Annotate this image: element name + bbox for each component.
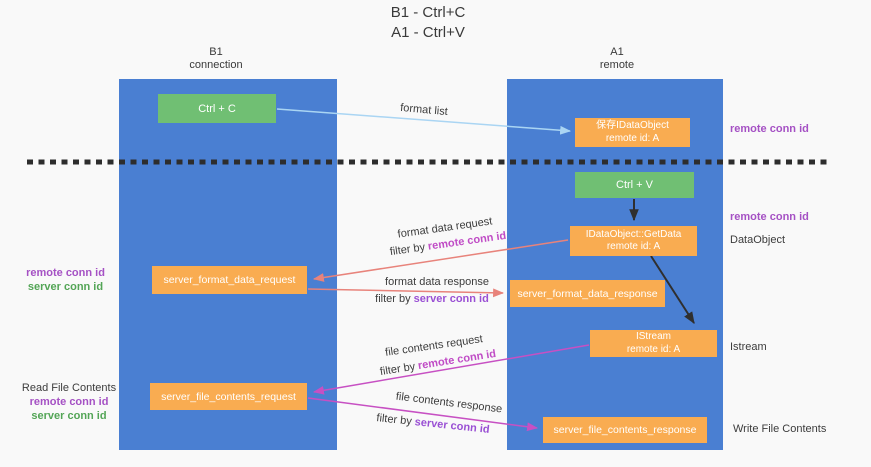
left-conn-id-group: remote conn id server conn id: [18, 266, 113, 294]
ctrl-v-box: Ctrl + V: [575, 172, 694, 198]
lifeline-header-a1: A1 remote: [600, 46, 634, 72]
dataobject-label: DataObject: [730, 234, 786, 246]
lifeline-a1-subtitle: remote: [599, 59, 635, 71]
server-conn-id-text: server conn id: [413, 293, 489, 305]
read-file-contents-group: Read File Contents remote conn id server…: [14, 381, 124, 423]
read-file-contents-label: Read File Contents: [21, 382, 117, 394]
diagram-title-line2: A1 - Ctrl+V: [391, 24, 465, 41]
server-format-data-response-label: server_format_data_response: [517, 287, 658, 300]
format-data-response-arrow: [307, 288, 505, 298]
format-list-arrow: [276, 108, 572, 135]
format-data-response-label: format data response: [385, 276, 489, 288]
left-server-conn-id: server conn id: [27, 281, 104, 293]
idataobject-getdata-box: IDataObject::GetData remote id: A: [570, 226, 697, 256]
getdata-to-istream-arrow: [650, 255, 695, 325]
server-format-data-response-box: server_format_data_response: [510, 280, 665, 307]
filter-by-prefix: filter by: [375, 293, 411, 305]
save-idataobject-line1: 保存IDataObject: [596, 120, 669, 131]
lifeline-header-b1: B1 connection: [189, 46, 242, 72]
right-remote-conn-id-mid: remote conn id: [730, 211, 809, 223]
istream-line1: IStream: [635, 331, 671, 342]
format-data-request-arrow: [312, 239, 569, 282]
diagram-title: B1 - Ctrl+C A1 - Ctrl+V: [391, 3, 466, 43]
ctrl-v-label: Ctrl + V: [616, 179, 653, 191]
istream-box: IStream remote id: A: [590, 330, 717, 357]
save-idataobject-box: 保存IDataObject remote id: A: [575, 118, 690, 147]
istream-line2: remote id: A: [626, 343, 681, 355]
left-remote-conn-id-bottom: remote conn id: [29, 396, 109, 408]
left-remote-conn-id: remote conn id: [26, 267, 105, 279]
save-idataobject-line2: remote id: A: [605, 132, 660, 144]
server-file-contents-response-box: server_file_contents_response: [543, 417, 707, 443]
server-format-data-request-box: server_format_data_request: [152, 266, 307, 294]
getdata-line2: remote id: A: [606, 241, 661, 252]
file-contents-response-arrow: [307, 397, 539, 432]
diagram-title-line1: B1 - Ctrl+C: [390, 4, 466, 21]
ctrl-c-box: Ctrl + C: [158, 94, 276, 123]
server-file-contents-request-box: server_file_contents_request: [150, 383, 307, 410]
ctrl-c-label: Ctrl + C: [198, 102, 236, 115]
write-file-contents-label: Write File Contents: [733, 423, 827, 435]
server-format-data-request-label: server_format_data_request: [163, 274, 296, 286]
right-remote-conn-id-top: remote conn id: [730, 123, 809, 135]
lifeline-b1-subtitle: connection: [189, 59, 243, 71]
istream-side-label: Istream: [730, 341, 767, 353]
lifeline-b1-name: B1: [209, 46, 223, 58]
server-file-contents-response-label: server_file_contents_response: [553, 424, 697, 436]
server-file-contents-request-label: server_file_contents_request: [161, 390, 296, 403]
getdata-line1: IDataObject::GetData: [585, 228, 682, 240]
left-server-conn-id-bottom: server conn id: [31, 410, 107, 422]
file-contents-request-arrow: [312, 344, 590, 395]
lifeline-a1-name: A1: [610, 46, 624, 58]
